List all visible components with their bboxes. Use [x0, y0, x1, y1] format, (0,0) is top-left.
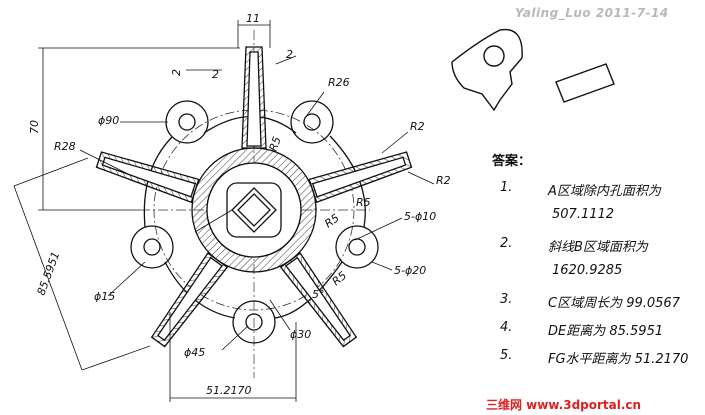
answer-5-label: FG水平距离为 51.2170 — [548, 352, 689, 367]
dimension-lines — [13, 20, 435, 402]
dim-r2-side: R2 — [436, 174, 451, 187]
answer-1-value: 507.1112 — [552, 207, 615, 222]
dim-r2-top: R2 — [410, 120, 425, 133]
dim-85-5951: 85.5951 — [35, 250, 63, 297]
site-watermark: 三维网 www.3dportal.cn — [486, 398, 642, 412]
spokes — [95, 46, 413, 348]
dim-r5-a: R5 — [267, 135, 284, 153]
answer-4-label: DE距离为 85.5951 — [548, 324, 664, 339]
answer-4-num: 4. — [500, 320, 513, 335]
dim-r28: R28 — [54, 140, 76, 153]
bar-sketch — [555, 63, 615, 103]
dim-5-phi20: 5-ϕ20 — [394, 264, 426, 277]
dim-r5-d: R5 — [330, 269, 350, 288]
cam-sketch — [451, 28, 523, 112]
dim-phi45: ϕ45 — [184, 346, 205, 359]
answer-2-label: 斜线B区域面积为 — [548, 240, 648, 255]
dim-5-degree: 5° — [312, 288, 325, 301]
dim-phi15: ϕ15 — [94, 290, 115, 303]
answer-2-num: 2. — [500, 236, 513, 251]
answer-3-label: C区域周长为 99.0567 — [548, 296, 680, 311]
inner-hub — [206, 162, 302, 258]
answer-5-num: 5. — [500, 348, 513, 363]
answer-1-num: 1. — [500, 180, 513, 195]
dim-70: 70 — [28, 120, 41, 134]
dim-51-2170: 51.2170 — [206, 384, 252, 397]
author-signature: Yaling_Luo 2011-7-14 — [515, 6, 669, 20]
dim-2-left: 2 — [170, 69, 183, 76]
dim-r5-b: R5 — [356, 196, 371, 209]
answer-1-label: A区域除内孔面积为 — [548, 184, 661, 199]
dim-phi30: ϕ30 — [290, 328, 311, 341]
dim-phi90: ϕ90 — [98, 114, 119, 127]
answer-3-num: 3. — [500, 292, 513, 307]
dim-11: 11 — [246, 12, 260, 25]
answers-title: 答案： — [492, 154, 532, 169]
dim-5-phi10: 5-ϕ10 — [404, 210, 436, 223]
dim-2-right: 2 — [286, 48, 293, 61]
answer-2-value: 1620.9285 — [552, 263, 623, 278]
dim-2-mid: 2 — [212, 68, 219, 81]
dim-r26: R26 — [328, 76, 350, 89]
dim-r5-c: R5 — [322, 211, 341, 230]
